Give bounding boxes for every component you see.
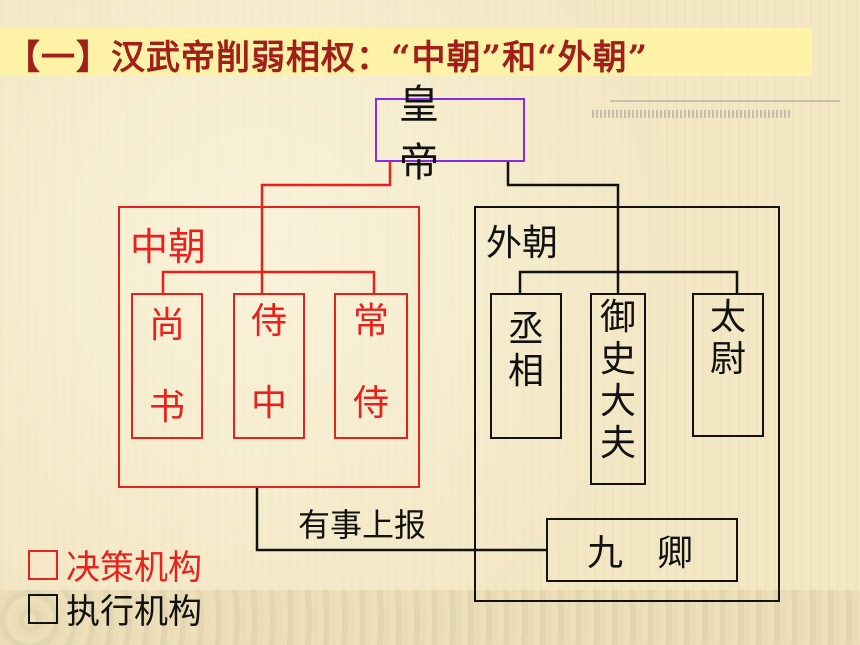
connector-emperor-inner (260, 162, 392, 293)
office-yushidafu: 御 史 大 夫 (590, 293, 646, 485)
decorative-rule (610, 100, 840, 102)
office-char: 史 (599, 339, 636, 380)
office-char: 御 (599, 297, 636, 338)
nine-ministers-box (546, 518, 738, 582)
office-char: 常 (352, 301, 389, 342)
office-changshi: 常 侍 (334, 293, 408, 439)
report-label: 有事上报 (298, 506, 427, 544)
office-char: 太 (709, 297, 746, 338)
legend-square-icon (28, 593, 58, 624)
office-char: 侍 (352, 383, 389, 424)
connector-inner-bracket (161, 270, 376, 293)
inner-court-label: 中朝 (130, 225, 207, 269)
title-banner (0, 28, 812, 76)
connector-outer-bracket (518, 270, 739, 293)
office-shangshu: 尚 书 (131, 293, 203, 439)
inner-court-box (118, 206, 420, 488)
office-char: 书 (148, 387, 185, 428)
decorative-bottom-band (0, 590, 860, 645)
outer-court-box (474, 206, 780, 602)
outer-court-label: 外朝 (486, 223, 559, 264)
office-char: 尚 (148, 305, 185, 346)
decorative-barcode-strip (592, 110, 792, 118)
office-char: 尉 (709, 339, 746, 380)
legend-label: 执行机构 (66, 592, 202, 632)
slide-title: 【一】汉武帝削弱相权：“中朝”和“外朝” (6, 38, 649, 78)
legend-label: 决策机构 (66, 548, 202, 588)
office-taiwei: 太 尉 (692, 293, 764, 437)
nine-ministers-label: 九卿 (586, 533, 727, 574)
office-char: 丞 (507, 309, 544, 350)
office-char: 大 (599, 381, 636, 422)
office-char: 侍 (250, 301, 287, 342)
legend-execution: 执行机构 (28, 584, 202, 633)
office-char: 中 (250, 383, 287, 424)
office-char: 夫 (599, 423, 636, 464)
office-chengxiang: 丞 相 (490, 293, 562, 439)
office-char: 相 (507, 351, 544, 392)
connector-emperor-outer (506, 162, 620, 293)
connector-report (255, 488, 546, 552)
legend-decision: 决策机构 (28, 540, 202, 589)
emperor-box (375, 98, 525, 162)
legend-square-icon (28, 549, 58, 580)
emperor-label: 皇帝 (399, 82, 465, 186)
office-shizhong: 侍 中 (233, 293, 305, 439)
